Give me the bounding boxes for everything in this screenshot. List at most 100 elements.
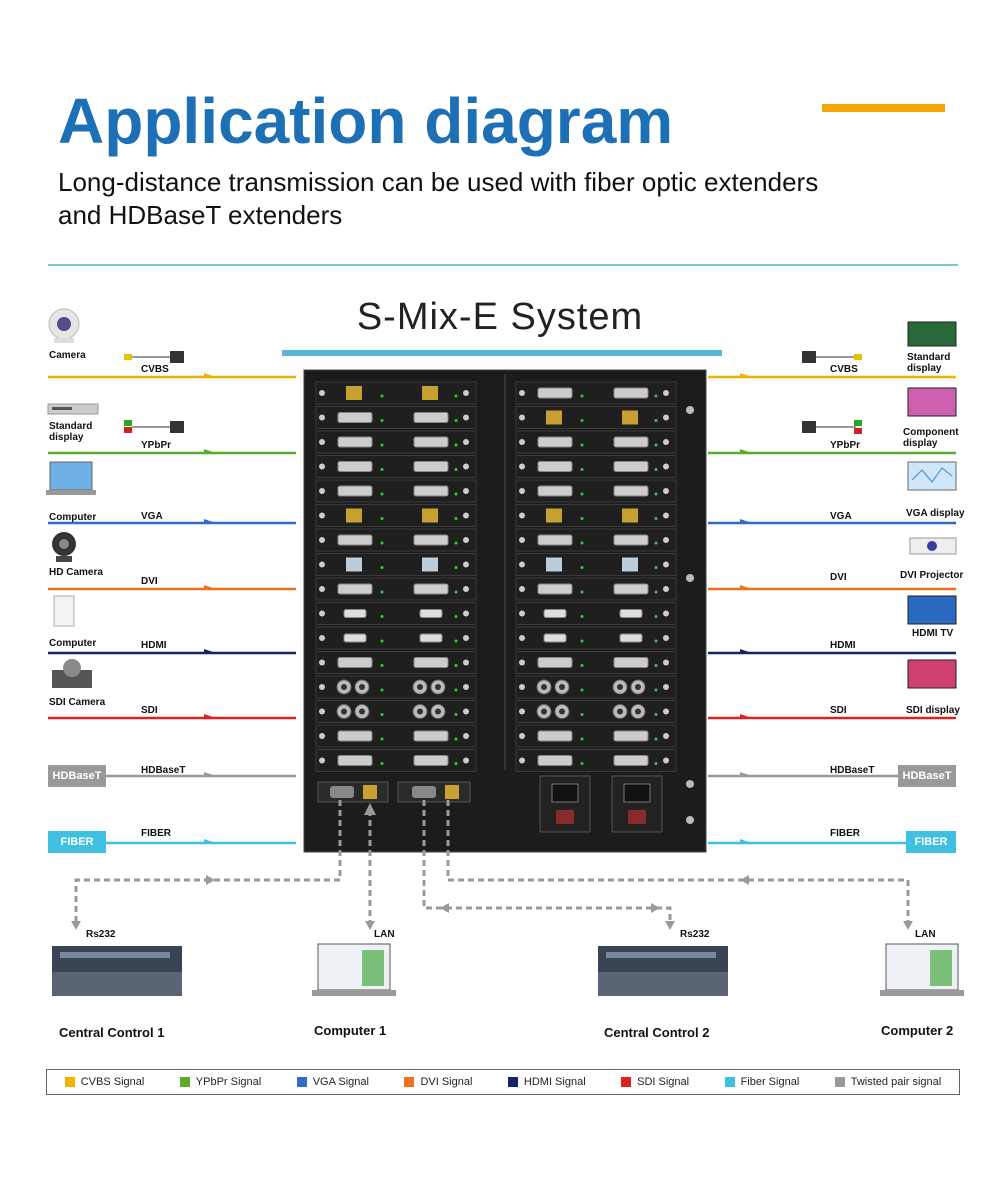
input-arrow-sdi [204,714,216,718]
status-led [454,688,458,692]
card-screw [463,610,469,617]
dvd-player-icon [47,403,99,415]
legend-label: Fiber Signal [740,1076,800,1088]
dvi-port [613,755,649,766]
status-led [654,737,658,741]
legend-label: Twisted pair signal [850,1076,942,1088]
status-led [454,713,458,716]
card-screw [519,561,525,568]
legend-swatch [621,1077,632,1087]
card-screw [519,414,525,421]
output-device-vga-display: VGA display [906,508,965,519]
status-led [380,492,384,496]
io-card-slots [315,381,677,772]
sfp-port [622,557,638,572]
card-screw [319,537,325,543]
card-screw [463,414,469,421]
dvi-port [413,436,449,448]
output-signal-cvbs: CVBS [830,364,858,375]
output-arrow-hdbaset [740,772,752,776]
bnc-port-core [417,708,423,715]
bnc-port-core [559,708,565,715]
status-led [454,566,458,569]
sfp-port [346,557,362,572]
input-signal-hdbaset: HDBaseT [141,765,186,776]
output-arrow-hdmi [740,649,752,653]
dvi-port [537,436,573,448]
status-led [454,639,458,643]
status-led [654,762,658,765]
status-led [654,419,658,422]
status-led [580,713,584,716]
io-card [515,504,677,527]
card-screw [319,659,325,666]
sfp-port [422,557,438,572]
bnc-port-core [541,684,547,690]
dvi-port [413,412,449,423]
status-led [380,394,384,398]
status-led [654,713,658,716]
output-signal-ypbpr: YPbPr [830,440,861,451]
output-device-standard-display: Standard display [907,352,951,374]
legend-item: HDMI Signal [507,1076,586,1088]
status-led [654,394,658,398]
card-screw [319,684,325,690]
status-led [454,517,458,520]
status-led [380,590,384,594]
input-arrow-hdbaset [204,772,216,776]
card-screw [463,659,469,666]
output-fiber-box: FIBER [906,831,956,853]
card-screw [519,390,525,396]
input-device-computer-2: Computer [49,638,97,649]
bnc-port-core [417,684,423,690]
hdmi-port [419,609,443,618]
central-control-2-label: Central Control 2 [604,1025,710,1040]
dvi-port [537,583,573,595]
card-screw [663,537,669,543]
dvi-port [537,534,573,546]
output-arrow-fiber [740,839,752,843]
card-screw [319,414,325,421]
dvi-port [413,485,449,497]
computer-2-label: Computer 2 [881,1023,954,1038]
output-device-dvi-projector: DVI Projector [900,570,964,581]
status-led [380,517,384,520]
ypbpr-cable-icon-right [802,420,862,434]
cvbs-cable-icon-right [802,351,862,363]
bnc-port-core [341,684,347,690]
dvi-port [337,583,373,595]
rj45-port [622,410,638,425]
component-display-icon [907,387,957,417]
output-signal-hdmi: HDMI [830,640,856,651]
card-screw [519,733,525,739]
card-screw [663,488,669,494]
io-card [315,626,477,650]
status-led [454,541,458,545]
card-screw [319,390,325,396]
status-led [380,468,384,471]
dvi-port [413,755,449,766]
card-screw [463,537,469,543]
io-card [515,553,677,576]
lan-label-1: LAN [374,929,395,940]
output-signal-vga: VGA [830,511,852,522]
card-screw [663,414,669,421]
input-arrow-vga [204,519,216,523]
output-arrow-ypbpr [740,449,752,453]
central-control-1-label: Central Control 1 [59,1025,165,1040]
hdmi-port [419,633,443,643]
dvi-port [537,485,573,497]
dvi-port [337,730,373,742]
sfp-port [546,557,562,572]
status-led [380,688,384,692]
status-led [580,492,584,496]
input-device-computer: Computer [49,512,97,523]
rj45-port [346,508,362,523]
dvi-port [337,755,373,766]
card-screw [663,610,669,617]
card-screw [519,659,525,666]
status-led [580,590,584,594]
card-screw [463,708,469,715]
cvbs-cable-icon-left [124,351,184,363]
